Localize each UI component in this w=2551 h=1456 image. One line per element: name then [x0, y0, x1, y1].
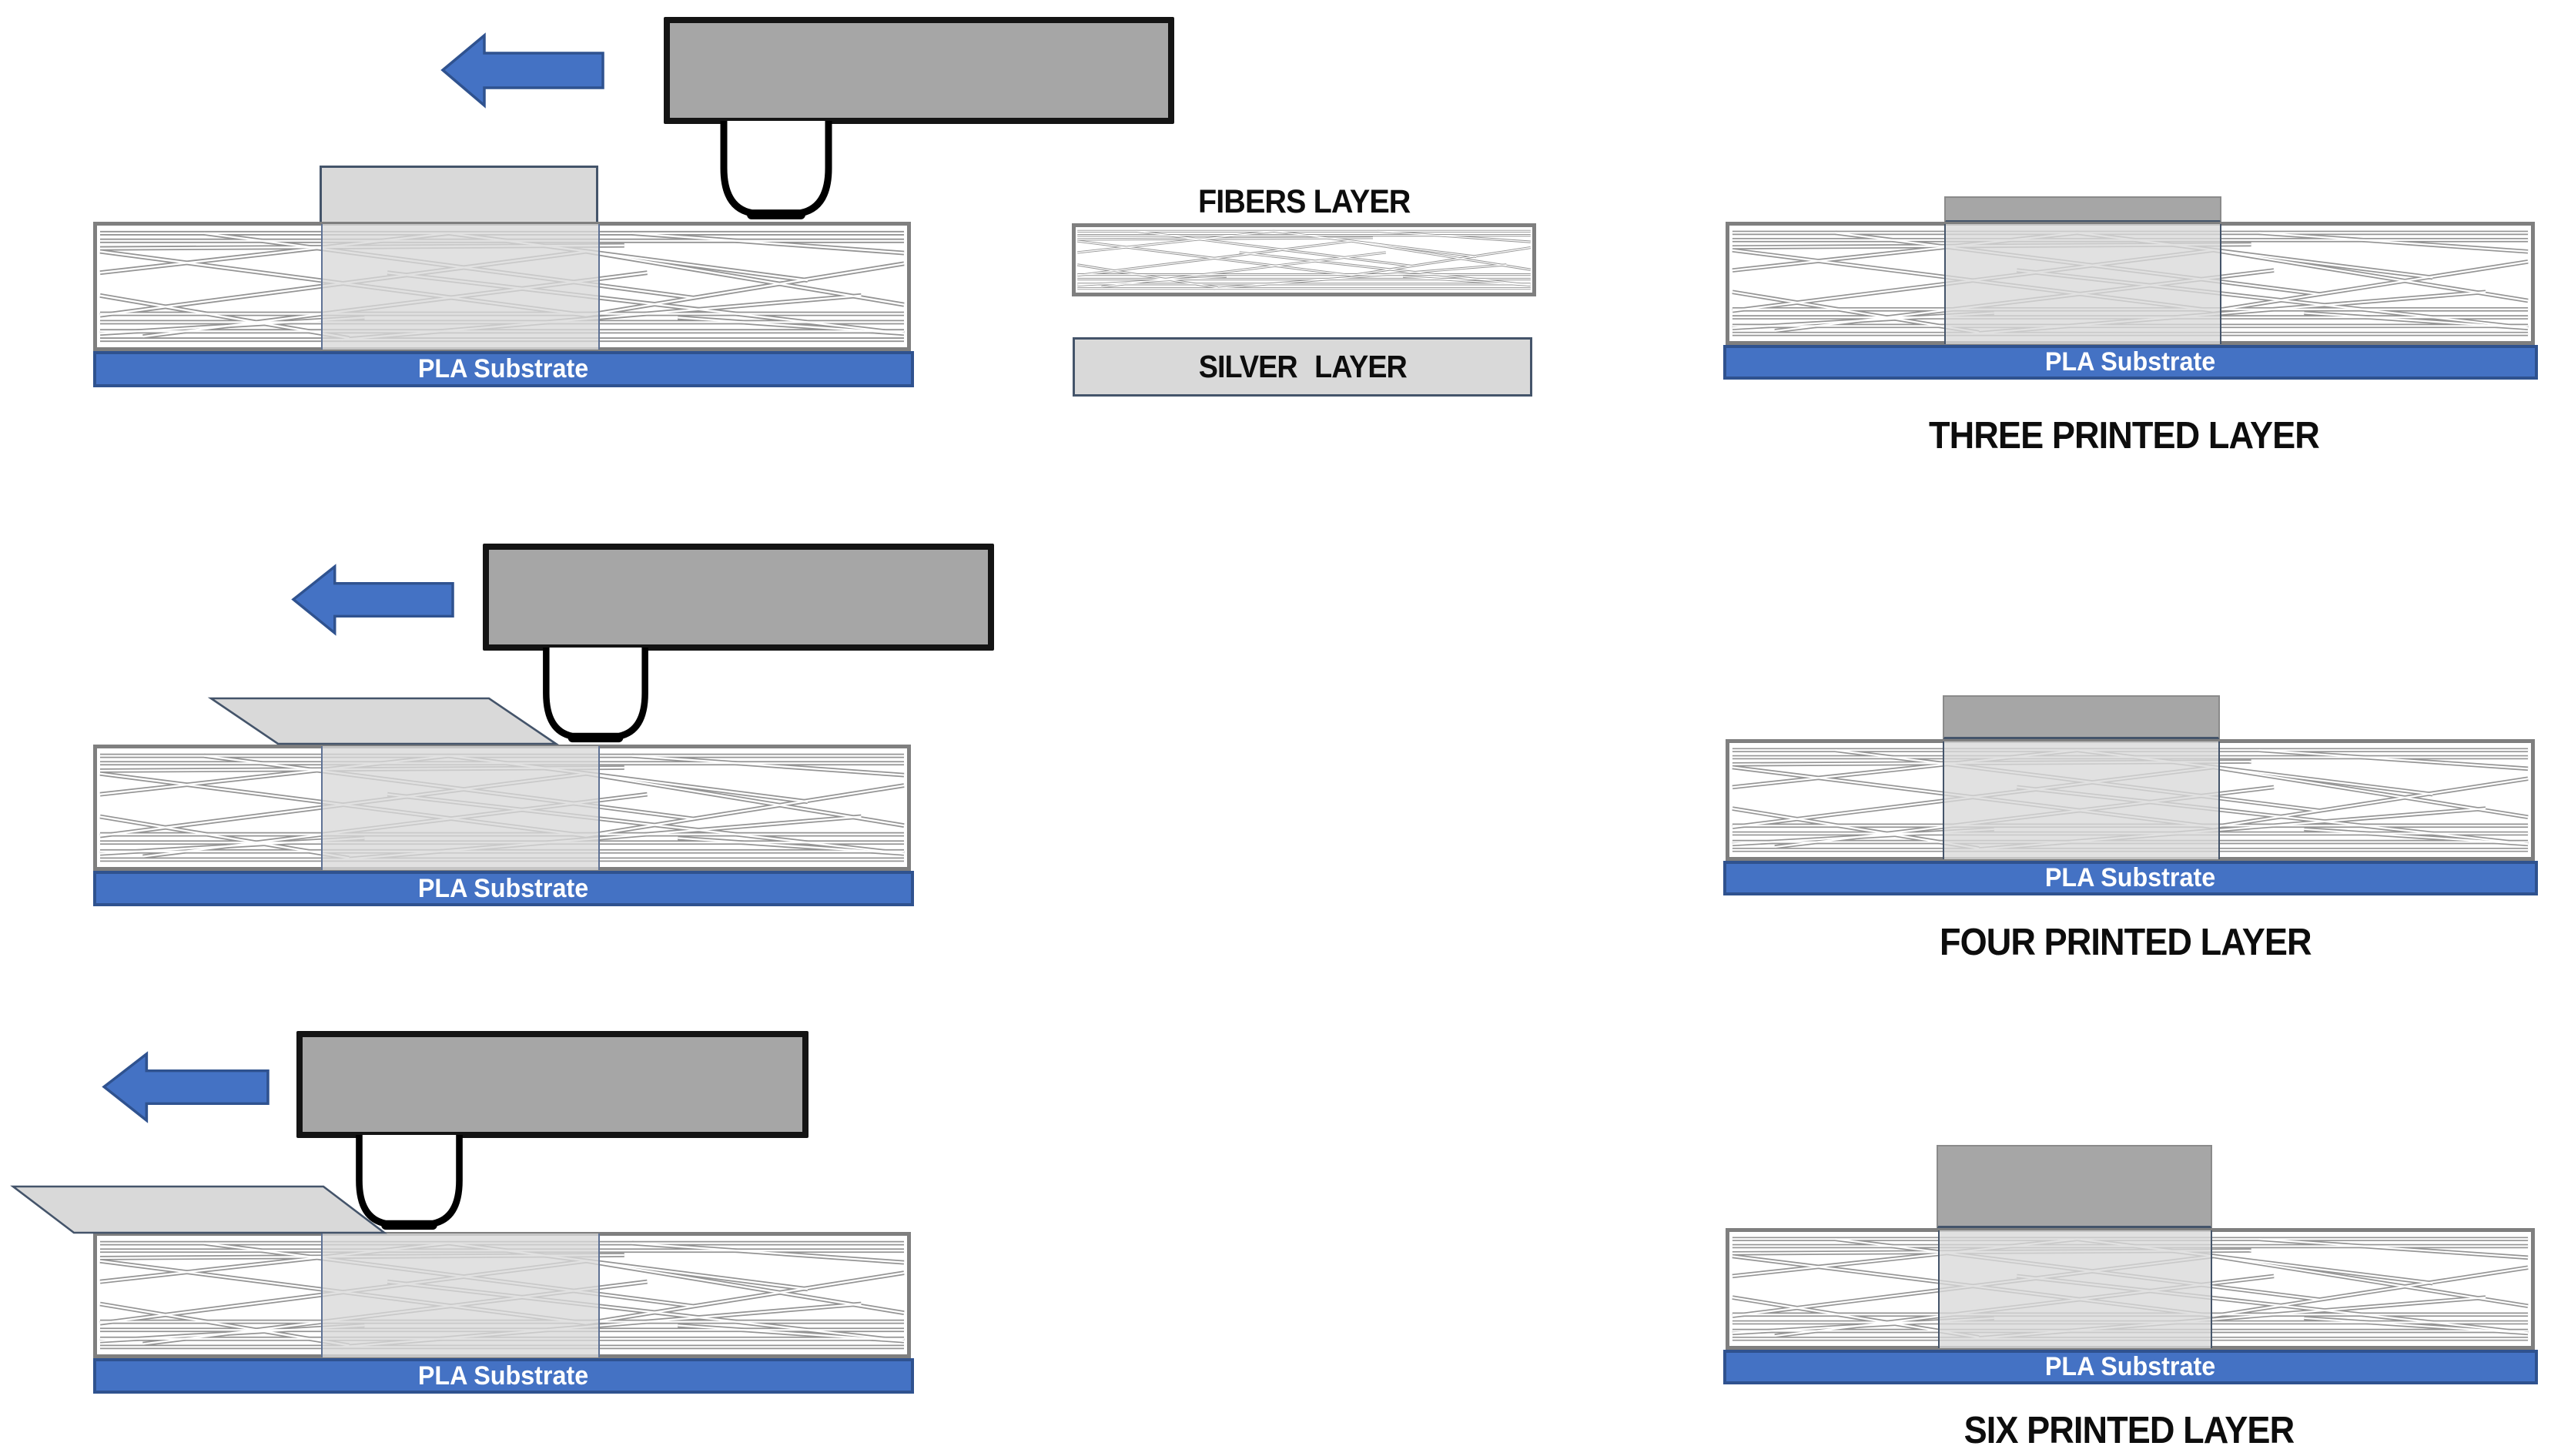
stage-label: THREE PRINTED LAYER: [1928, 415, 2320, 457]
printed-silver-column: [321, 1233, 600, 1357]
process-panel-3: PLA Substrate: [0, 919, 1278, 1456]
print-head: [664, 17, 1174, 124]
printed-silver-stack: [1943, 695, 2220, 741]
print-head: [296, 1031, 808, 1138]
pla-substrate: PLA Substrate: [1723, 1350, 2538, 1384]
fiber-texture: [1076, 229, 1532, 290]
legend-fibers-box: [1072, 223, 1536, 296]
move-left-arrow-icon: [291, 564, 454, 636]
peeled-silver-sheet: [10, 1185, 387, 1234]
nozzle: [356, 1135, 463, 1230]
move-left-arrow-icon: [440, 32, 604, 109]
pla-substrate: PLA Substrate: [93, 871, 914, 906]
legend-silver-title: SILVER LAYER: [1198, 349, 1407, 384]
result-panel-six: PLA Substrate SIX PRINTED LAYER: [1694, 986, 2551, 1456]
pla-substrate: PLA Substrate: [1723, 861, 2538, 895]
process-panel-2: PLA Substrate: [0, 431, 1278, 939]
result-panel-four: PLA Substrate FOUR PRINTED LAYER: [1694, 477, 2551, 986]
move-left-arrow-icon: [102, 1051, 269, 1123]
substrate-label: PLA Substrate: [418, 873, 589, 903]
printed-silver-column: [321, 746, 600, 870]
substrate-label: PLA Substrate: [2045, 863, 2216, 892]
stage-label: FOUR PRINTED LAYER: [1939, 922, 2312, 963]
printed-silver-column: [1944, 224, 2221, 344]
nozzle: [720, 121, 832, 219]
legend-silver-box: SILVER LAYER: [1073, 337, 1532, 397]
print-head: [483, 544, 994, 651]
substrate-label: PLA Substrate: [418, 354, 589, 383]
process-panel-1: PLA Substrate: [0, 0, 1278, 431]
printed-silver-stack: [1937, 1145, 2212, 1230]
pla-substrate: PLA Substrate: [93, 1358, 914, 1394]
pla-substrate: PLA Substrate: [1723, 345, 2538, 380]
legend: FIBERS LAYER SILVER LAYER: [1063, 177, 1548, 408]
printed-silver-column: [1943, 741, 2220, 859]
legend-fibers-title: FIBERS LAYER: [1198, 183, 1411, 220]
peeled-silver-sheet: [207, 697, 560, 745]
nozzle: [543, 648, 648, 743]
printed-silver-column: [1938, 1230, 2212, 1348]
substrate-label: PLA Substrate: [2045, 347, 2216, 377]
substrate-label: PLA Substrate: [418, 1361, 589, 1391]
result-panel-three: PLA Substrate THREE PRINTED LAYER: [1694, 0, 2551, 477]
pla-substrate: PLA Substrate: [93, 351, 914, 387]
printed-silver-column: [321, 224, 600, 350]
stage-label: SIX PRINTED LAYER: [1963, 1410, 2295, 1451]
silver-layer-block: [320, 166, 598, 226]
substrate-label: PLA Substrate: [2045, 1352, 2216, 1381]
printed-silver-stack: [1944, 196, 2221, 224]
